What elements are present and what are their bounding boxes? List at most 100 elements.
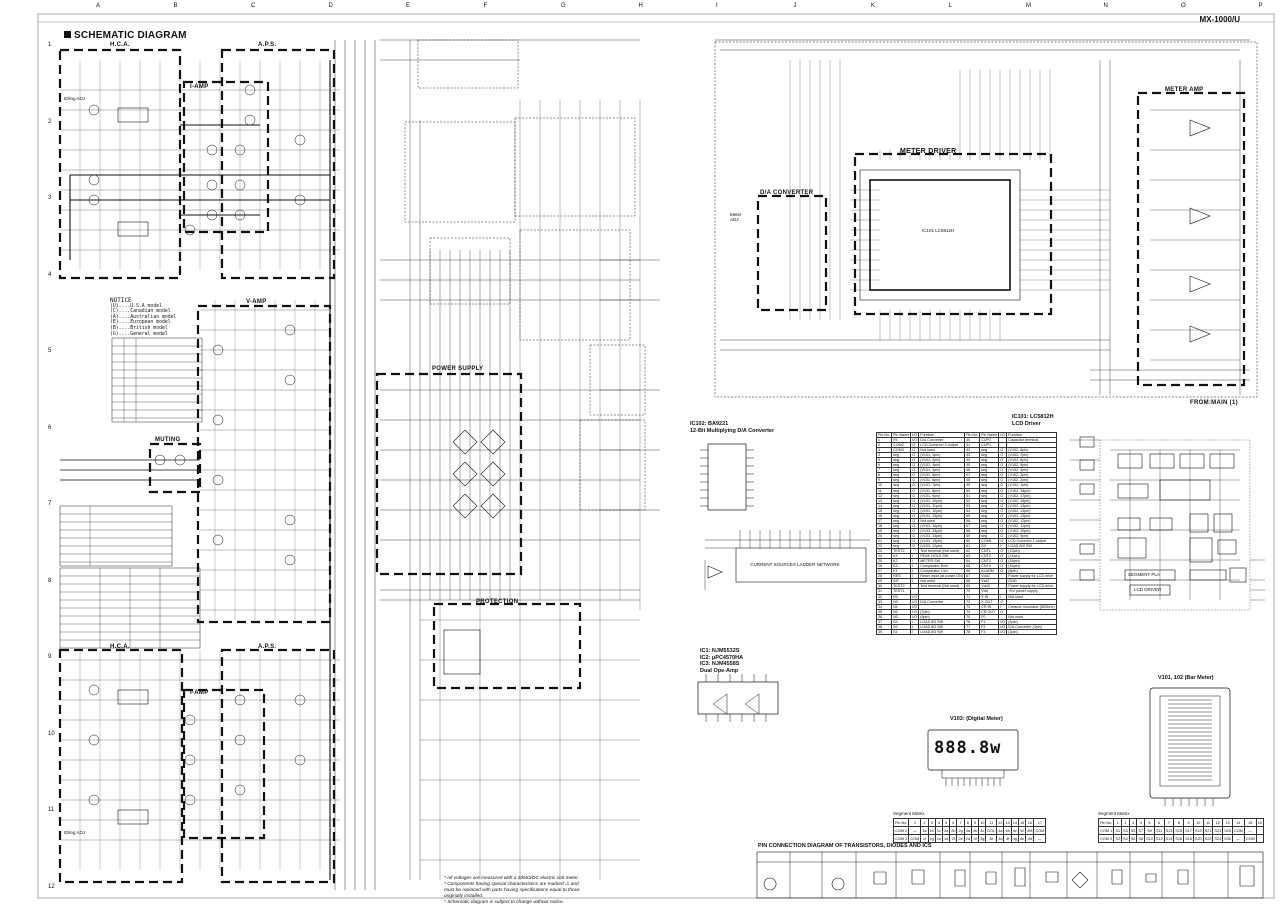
segment-matrix-cell: 4M: [1025, 826, 1035, 835]
segment-matrix-cell: S13: [1163, 826, 1175, 835]
pin-table-cell: CNT2: [979, 553, 1000, 560]
segment-matrix-cell: COM 2: [892, 826, 910, 835]
segment-matrix-cell: 1e: [934, 834, 944, 843]
notice-line: (G)....General model: [110, 331, 168, 337]
segment-matrix-cell: 2d: [963, 834, 972, 843]
segment-matrix-cell: S24: [1212, 834, 1224, 843]
segment-matrix-cell: S17: [1183, 826, 1194, 835]
segment-matrix-header-cell: 15: [1243, 818, 1257, 827]
segment-matrix-header-cell: 16: [1255, 818, 1264, 827]
segment-matrix-header-cell: 12: [1212, 818, 1224, 827]
notice-line: (B)....British model: [110, 325, 168, 331]
segment-matrix-cell: [1255, 834, 1264, 843]
notice-block: NOTICE (U)....U.S.A model (C)....Canadia…: [110, 298, 176, 337]
segment-matrix-cell: 4f: [1003, 834, 1012, 843]
segment-matrix-header-cell: 4: [934, 818, 944, 827]
notice-title: NOTICE: [110, 297, 132, 304]
pin-table-cell: CNT3: [979, 558, 1000, 565]
opamp-caption: IC1: NJM5532S IC2: μPC4570HA IC3: NJM455…: [700, 648, 743, 674]
vamp-label: V-AMP: [246, 299, 267, 305]
segment-matrix-cell: S10: [1144, 834, 1155, 843]
power-supply-label: POWER SUPPLY: [432, 366, 484, 372]
pin-table-cell: CUP2: [979, 437, 1000, 444]
segment-matrix-cell: —: [1033, 834, 1047, 843]
segment-matrix-cell: S16: [1173, 834, 1185, 843]
segment-matrix-cell: 3g: [978, 834, 987, 843]
pin-table-cell: CNT4: [979, 563, 1000, 570]
segment-matrix-left-title: Segment Matrix: [893, 811, 925, 816]
column-header: H: [638, 3, 643, 9]
iamp-top-label: I-AMP: [190, 84, 209, 90]
note-line: originally installed.: [444, 894, 484, 899]
column-header: K: [871, 3, 876, 9]
ic101-title: IC101: LC5812H: [1012, 414, 1054, 420]
pin-table-cell: TEST2: [891, 548, 912, 555]
note-line: * Schematic diagram is subject to change…: [444, 900, 564, 905]
segment-matrix-header-cell: 10: [1192, 818, 1204, 827]
column-header: B: [173, 3, 178, 9]
pin-table-cell: Vdd2: [979, 573, 1000, 580]
segment-matrix-header-cell: 8: [1173, 818, 1185, 827]
v103-caption: V103: (Digital Meter): [950, 716, 1003, 722]
segment-matrix-cell: 2b: [949, 826, 958, 835]
segment-matrix-header-cell: 6: [1153, 818, 1165, 827]
segment-matrix-cell: S26: [1222, 834, 1233, 843]
segment-matrix-header-cell: 1: [908, 818, 922, 827]
segment-matrix-header-cell: 7: [956, 818, 965, 827]
meter-amp-label: METER AMP: [1165, 87, 1204, 93]
segment-matrix-cell: 2e: [956, 834, 965, 843]
pin-table-cell: F3: [979, 628, 1000, 635]
segment-matrix-header-cell: 11: [985, 818, 998, 827]
pin-table-cell: I: [910, 628, 920, 635]
pin-table-cell: CR OUT: [979, 608, 1000, 615]
idling-adj-bottom-label: IDling ADJ: [64, 830, 86, 835]
segment-matrix-cell: 4b: [1003, 826, 1012, 835]
ic101-caption: IC101: LC5812H LCD Driver: [1012, 414, 1054, 427]
segment-matrix-cell: S3: [1121, 826, 1130, 835]
segment-matrix-cell: COM: [1231, 826, 1245, 835]
segment-matrix-cell: 1b: [927, 826, 936, 835]
column-header: C: [251, 3, 256, 9]
pin-table-header-cell: Pin Name: [891, 431, 912, 439]
pin-table-header-cell: Pin No.: [875, 431, 893, 439]
opamp-subtitle: Dual Ope-Amp: [700, 667, 739, 674]
pin-table-cell: Power supply for LCD drive: [1006, 583, 1057, 590]
segment-matrix-cell: 3e: [985, 834, 998, 843]
segment-matrix-header-cell: 8: [963, 818, 972, 827]
segment-matrix-cell: 4e: [1017, 834, 1027, 843]
pin-table-cell: ALARM: [979, 568, 1000, 575]
pin-table-cell: Ceramic resonator (800kHz): [1006, 603, 1057, 610]
notes-block: * All voltages are measured with a 10MΩ/…: [444, 876, 580, 906]
opamp-ic1: IC1: NJM5532S: [700, 648, 740, 654]
pin-table-cell: Power supply for LCD drive: [1006, 573, 1057, 580]
column-header: E: [406, 3, 411, 9]
segment-matrix-header-cell: 11: [1202, 818, 1214, 827]
row-header: 8: [48, 577, 52, 584]
pin-table-header-cell: Pin Name: [979, 431, 1000, 439]
column-header: D: [328, 3, 333, 9]
digital-meter-display: 888.8w: [934, 738, 1002, 758]
pin-table-cell: CR IN: [979, 603, 1000, 610]
segment-matrix-cell: S11: [1153, 826, 1165, 835]
column-header: M: [1026, 3, 1031, 9]
iamp-bottom-label: I-AMP: [190, 690, 209, 696]
segment-matrix-header-cell: 7: [1163, 818, 1175, 827]
column-header: J: [793, 3, 797, 9]
segment-matrix-cell: 2g: [956, 826, 965, 835]
pin-table-cell: LOAD B/2 SW: [1006, 543, 1057, 550]
lcd-driver-block-label: LCD DRIVER: [1134, 587, 1162, 592]
notice-line: (E)....European model: [110, 320, 171, 326]
row-header: 1: [48, 42, 52, 48]
pin-table-cell: Test terminal (Not used): [918, 583, 966, 590]
